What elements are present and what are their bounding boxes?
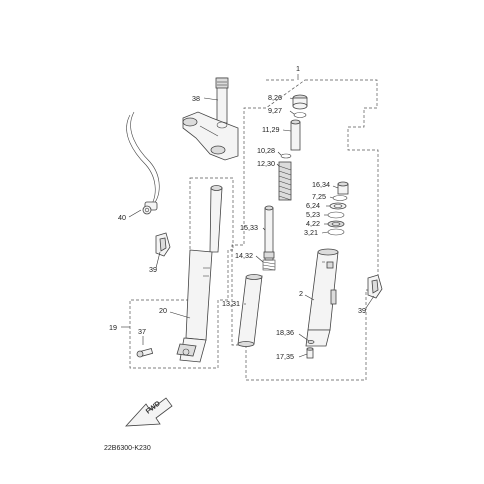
- callout-1: 1: [296, 64, 300, 73]
- callout-13-31: 13,31: [222, 299, 240, 308]
- callout-37: 37: [138, 327, 146, 336]
- seal-washer-part: [327, 211, 345, 219]
- callout-6-24: 6,24: [306, 201, 320, 210]
- drain-gasket-part: [307, 340, 315, 344]
- leader-lines: [121, 74, 375, 358]
- slide-metal-part: [327, 220, 345, 228]
- drawing-code: 22B6300-K230: [104, 445, 151, 452]
- callout-40: 40: [118, 213, 126, 222]
- callout-20: 20: [159, 306, 167, 315]
- hose-holder-part: [126, 111, 160, 215]
- callout-12-30: 12,30: [257, 159, 275, 168]
- damper-rod-part: [263, 205, 275, 261]
- callout-18-36: 18,36: [276, 328, 294, 337]
- callout-3-21: 3,21: [304, 228, 318, 237]
- rebound-spring-part: [262, 259, 276, 271]
- forward-arrow-icon: FWD: [125, 397, 173, 427]
- o-ring-part: [293, 112, 307, 118]
- callout-10-28: 10,28: [257, 146, 275, 155]
- assembly-19-boundary: [129, 177, 234, 369]
- piston-metal-part: [327, 228, 345, 236]
- callout-17-35: 17,35: [276, 352, 294, 361]
- cap-bolt-part: [292, 94, 308, 110]
- oil-seal-part: [329, 202, 347, 210]
- callout-11-29: 11,29: [262, 125, 279, 134]
- dust-seal-part: [337, 181, 349, 195]
- callout-19: 19: [109, 323, 117, 332]
- damper-bolt-part: [306, 347, 314, 359]
- callout-16-34: 16,34: [312, 180, 330, 189]
- callout-14-32: 14,32: [235, 251, 253, 260]
- spacer-part: [290, 119, 301, 151]
- callout-2: 2: [299, 289, 303, 298]
- retaining-clip-part: [332, 195, 348, 201]
- assembly-1-boundary: [231, 79, 379, 381]
- callout-7-25: 7,25: [312, 192, 326, 201]
- callout-9-27: 9,27: [268, 106, 282, 115]
- outer-tube-2-part: [305, 248, 339, 347]
- inner-tube-part: [237, 274, 263, 347]
- clip-left-part: [155, 232, 171, 257]
- callout-5-23: 5,23: [306, 210, 320, 219]
- bolt-37-part: [136, 348, 154, 358]
- callout-8-26: 8,26: [268, 93, 282, 102]
- callout-4-22: 4,22: [306, 219, 320, 228]
- callout-15-33: 15,33: [240, 223, 258, 232]
- fork-spring-part: [278, 161, 292, 201]
- clip-right-part: [367, 274, 383, 299]
- callout-39-left: 39: [149, 265, 157, 274]
- fork-leg-20-part: [176, 185, 223, 363]
- under-bracket-part: [182, 77, 239, 161]
- callout-38: 38: [192, 94, 200, 103]
- washer-part: [280, 153, 292, 159]
- callout-39-right: 39: [358, 306, 366, 315]
